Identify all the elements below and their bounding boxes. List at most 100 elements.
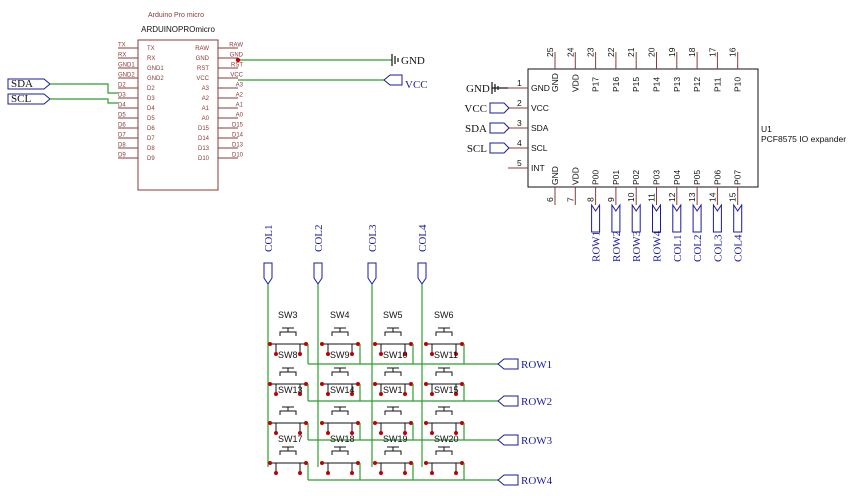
expander-bottom-pin-num: 6 — [545, 197, 555, 202]
arduino-right-pin-name: D10 — [198, 156, 210, 162]
switch-pin-dot — [373, 421, 377, 425]
switch: SW4 — [320, 310, 361, 364]
expander-bottom-pin-name: P05 — [692, 170, 702, 185]
switch-pin-dot — [460, 382, 464, 386]
arduino-left-pin-outer: D5 — [118, 113, 126, 119]
expander-left-pin-num: 4 — [517, 138, 522, 148]
arduino-left-pin-name: D4 — [147, 106, 155, 112]
switch-pin-dot — [430, 471, 434, 475]
switch-pin-dot — [409, 382, 413, 386]
expander-top-pin-num: 25 — [545, 47, 555, 57]
arduino-left-pin-name: D2 — [147, 86, 155, 92]
switch-pin-dot — [379, 392, 383, 396]
switch-pin-dot — [268, 382, 272, 386]
switch: SW9 — [320, 350, 361, 401]
switch-label: SW14 — [330, 385, 355, 395]
switch-pin-dot — [320, 342, 324, 346]
expander-left-pin-name: VCC — [531, 103, 549, 113]
switch: SW20 — [424, 434, 465, 480]
switch-pin-dot — [350, 352, 354, 356]
switch-pin-dot — [320, 461, 324, 465]
arduino-left-pin-outer: D6 — [118, 123, 126, 129]
expander-value: PCF8575 IO expander — [761, 134, 846, 144]
switch-pin-dot — [373, 342, 377, 346]
expander-body — [527, 68, 759, 188]
switch-label: SW1 — [383, 385, 403, 395]
switch-cap — [331, 331, 349, 336]
arduino-left-pin-name: D8 — [147, 146, 155, 152]
expander-bottom-pin-num: 11 — [647, 193, 657, 202]
scl-flag-shape — [7, 93, 51, 105]
switch-pin-dot — [350, 431, 354, 435]
switch-label: SW5 — [383, 310, 403, 320]
expander-bottom-pin-num: 10 — [626, 192, 636, 202]
row-flag — [497, 395, 519, 407]
expander-bottom-pin-name: P00 — [591, 170, 601, 185]
switch-cap — [384, 450, 402, 455]
switch-pin-dot — [430, 431, 434, 435]
expander-bottom-flag — [631, 203, 641, 233]
switch-pin-dot — [356, 382, 360, 386]
switch-pin-dot — [379, 352, 383, 356]
arduino-left-pin-name: RX — [147, 56, 155, 62]
switch-label: SW11 — [434, 350, 458, 360]
switch-pin-dot — [268, 461, 272, 465]
arduino-right-pin-outer: RST — [231, 63, 243, 69]
arduino-body — [137, 39, 219, 191]
switch: SW19 — [373, 434, 414, 480]
switch-pin-dot — [373, 461, 377, 465]
switch-pin-dot — [454, 392, 458, 396]
switch: SW1 — [373, 385, 414, 440]
expander-bottom-pin-num: 15 — [728, 192, 738, 202]
arduino-right-pin-outer: RAW — [229, 43, 243, 49]
expander-bottom-pin-num: 9 — [606, 197, 616, 202]
switch-cap — [279, 331, 297, 336]
row-flag — [497, 434, 519, 446]
switch: SW15 — [424, 385, 465, 440]
expander-left-pin-num: 5 — [517, 158, 522, 168]
expander-pins: 25GND24VDD23P1722P1621P1520P1419P1318P12… — [508, 47, 743, 205]
switch-pin-dot — [350, 471, 354, 475]
switch-pin-dot — [304, 342, 308, 346]
switch: SW13 — [268, 385, 309, 440]
switch-pin-dot — [373, 382, 377, 386]
arduino-right-pin-outer: D15 — [232, 123, 244, 129]
switch-pin-dot — [326, 471, 330, 475]
expander-top-pin-num: 18 — [687, 47, 697, 57]
arduino-right-pin-outer: A0 — [236, 113, 244, 119]
switch-pin-dot — [454, 352, 458, 356]
expander-bottom-flag — [712, 203, 722, 233]
arduino-symbol: Arduino Pro micro ARDUINOPROmicro TXTXRX… — [118, 12, 244, 191]
switch-pin-dot — [403, 431, 407, 435]
switch-pin-dot — [326, 431, 330, 435]
switch-pin-dot — [460, 342, 464, 346]
switch-pin-dot — [326, 392, 330, 396]
arduino-right-pin-outer: GND — [230, 53, 244, 59]
arduino-right-pin-name: A2 — [202, 96, 210, 102]
switch: SW14 — [320, 385, 361, 440]
switch-pin-dot — [320, 382, 324, 386]
switch-cap — [435, 331, 453, 336]
vcc-label: VCC — [405, 79, 428, 91]
switch-label: SW8 — [278, 350, 298, 360]
row-label: ROW2 — [521, 396, 552, 408]
switch-label: SW15 — [434, 385, 459, 395]
expander-top-pin-num: 20 — [647, 47, 657, 57]
sda-wire — [50, 83, 118, 94]
switch-pin-dot — [403, 392, 407, 396]
arduino-right-pin-outer: A1 — [236, 103, 244, 109]
switch-label: SW20 — [434, 434, 459, 444]
switch: SW6 — [424, 310, 465, 364]
switch-cap — [435, 410, 453, 415]
expander-net-flag — [489, 102, 510, 114]
expander-bottom-flag — [672, 203, 682, 233]
switch-pin-dot — [274, 471, 278, 475]
arduino-right-pin-name: D14 — [198, 136, 210, 142]
gnd-label: GND — [401, 55, 425, 67]
expander-net-flag — [489, 122, 510, 134]
expander-bottom-pin-num: 12 — [667, 192, 677, 202]
sda-flag-shape — [7, 78, 51, 90]
expander-bottom-pin-name: VDD — [570, 167, 580, 185]
